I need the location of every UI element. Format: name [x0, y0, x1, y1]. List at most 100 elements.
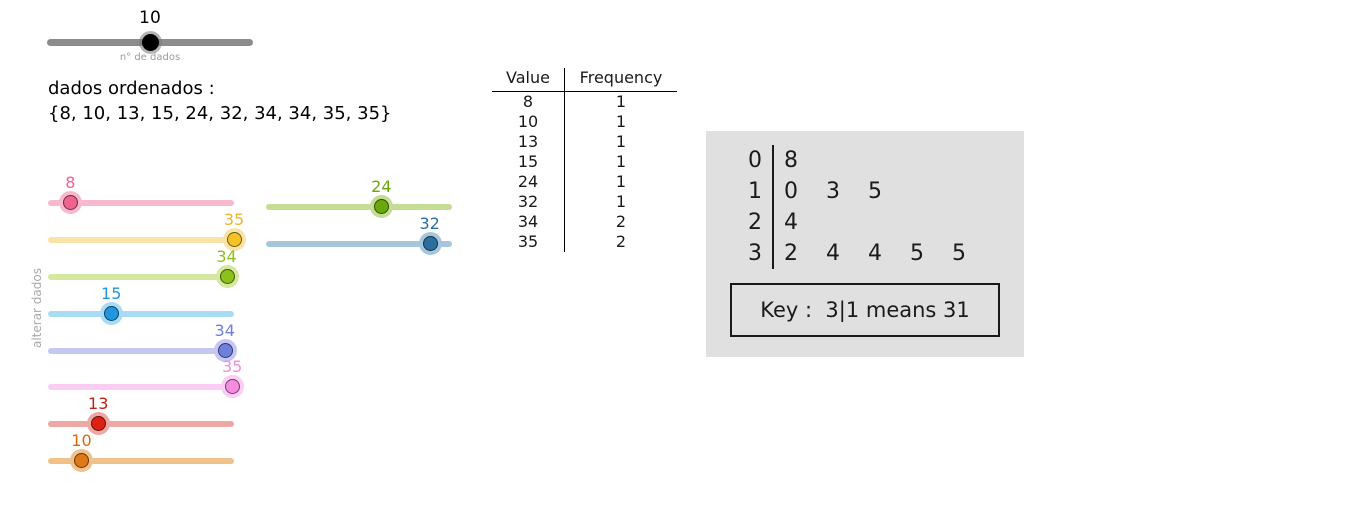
count-slider-value: 10: [138, 8, 162, 28]
frequency-table-row: 24 1: [492, 172, 677, 192]
data-slider[interactable]: 15: [48, 284, 234, 327]
count-slider-handle[interactable]: [141, 34, 159, 51]
data-slider-handle[interactable]: [104, 306, 120, 321]
data-slider[interactable]: 8: [48, 173, 234, 216]
data-slider-value: 13: [88, 394, 109, 413]
data-slider-value: 10: [71, 431, 92, 450]
frequency-table-cell-frequency: 1: [615, 112, 627, 131]
stem-divider: [772, 145, 774, 176]
frequency-table-cell-value: 32: [492, 192, 565, 212]
data-slider-handle[interactable]: [374, 199, 390, 214]
frequency-table-cell-value: 34: [492, 212, 565, 232]
leaf-value: 8: [784, 148, 798, 173]
data-slider-track[interactable]: [48, 421, 234, 427]
data-slider-handle[interactable]: [225, 379, 241, 394]
count-slider-caption: n° de dados: [119, 52, 181, 63]
data-slider-value: 8: [65, 173, 76, 192]
data-slider-handle[interactable]: [74, 453, 90, 468]
frequency-table-cell-frequency: 1: [615, 152, 627, 171]
frequency-table-header-value: Value: [492, 68, 565, 92]
frequency-table-cell-frequency: 1: [615, 192, 627, 211]
data-slider[interactable]: 10: [48, 431, 234, 474]
data-slider[interactable]: 13: [48, 394, 234, 437]
stem-and-leaf-key-box: Key : 3|1 means 31: [730, 283, 1000, 337]
frequency-table-cell-frequency: 1: [615, 172, 627, 191]
frequency-table-cell-value: 15: [492, 152, 565, 172]
data-slider-handle[interactable]: [217, 343, 233, 358]
data-slider-handle[interactable]: [91, 416, 107, 431]
data-slider-value: 35: [221, 357, 243, 376]
frequency-table-row: 34 2: [492, 212, 677, 232]
frequency-table-row: 35 2: [492, 232, 677, 252]
stem-divider: [772, 238, 774, 269]
data-slider-track[interactable]: [48, 200, 234, 206]
ordered-data-label: dados ordenados :: [48, 78, 215, 99]
data-slider[interactable]: 32: [266, 214, 452, 257]
data-slider-handle[interactable]: [227, 232, 242, 247]
leaf-value: 4: [826, 241, 840, 266]
frequency-table-cell-value: 8: [492, 91, 565, 112]
ordered-data-values: {8, 10, 13, 15, 24, 32, 34, 34, 35, 35}: [48, 103, 392, 124]
frequency-table-cell-value: 24: [492, 172, 565, 192]
leaf-value: 2: [784, 241, 798, 266]
data-slider-value: 34: [214, 321, 235, 340]
data-slider[interactable]: 35: [48, 210, 244, 253]
data-slider[interactable]: 34: [48, 321, 235, 364]
leaf-value: 5: [910, 241, 924, 266]
change-data-label: alterar dados: [30, 268, 44, 348]
data-slider-value: 34: [216, 247, 237, 266]
data-slider-value: 24: [371, 177, 392, 196]
frequency-table-header-row: Value Frequency: [492, 68, 677, 92]
data-slider-handle[interactable]: [63, 195, 79, 210]
leaf-value: 5: [952, 241, 966, 266]
stem-and-leaf-key-text: Key : 3|1 means 31: [760, 298, 970, 322]
frequency-table-cell-frequency: 1: [615, 92, 627, 111]
frequency-table-cell-value: 35: [492, 232, 565, 252]
data-slider-handle[interactable]: [219, 269, 235, 284]
frequency-table-row: 32 1: [492, 192, 677, 212]
data-slider-value: 32: [419, 214, 440, 233]
frequency-table-cell-value: 10: [492, 112, 565, 132]
data-slider-track[interactable]: [48, 348, 234, 354]
leaf-value: 4: [784, 210, 798, 235]
data-slider[interactable]: 34: [48, 247, 237, 290]
frequency-table-cell-frequency: 2: [615, 212, 627, 231]
data-slider-track[interactable]: [266, 204, 452, 210]
data-slider-handle[interactable]: [422, 236, 438, 251]
stem-value: 2: [748, 210, 762, 235]
data-slider-track[interactable]: [48, 274, 234, 280]
data-slider-track[interactable]: [48, 458, 234, 464]
data-slider[interactable]: 35: [48, 357, 242, 400]
stem-divider: [772, 207, 774, 238]
frequency-table-row: 10 1: [492, 112, 677, 132]
stem-value: 1: [748, 179, 762, 204]
data-slider-value: 15: [101, 284, 122, 303]
frequency-table-cell-frequency: 2: [615, 232, 627, 251]
stem-value: 3: [748, 241, 762, 266]
leaf-value: 3: [826, 179, 840, 204]
data-slider[interactable]: 24: [266, 177, 452, 220]
frequency-table-header-frequency: Frequency: [564, 68, 677, 92]
stem-divider: [772, 176, 774, 207]
stem-value: 0: [748, 148, 762, 173]
count-slider[interactable]: 10 n° de dados: [47, 8, 253, 64]
data-slider-track[interactable]: [48, 311, 234, 317]
leaf-value: 4: [868, 241, 882, 266]
frequency-table-cell-frequency: 1: [615, 132, 627, 151]
frequency-table-row: 15 1: [492, 152, 677, 172]
data-slider-track[interactable]: [48, 237, 234, 243]
leaf-value: 0: [784, 179, 798, 204]
data-slider-track[interactable]: [266, 241, 452, 247]
data-slider-track[interactable]: [48, 384, 234, 390]
leaf-value: 5: [868, 179, 882, 204]
data-slider-value: 35: [223, 210, 245, 229]
